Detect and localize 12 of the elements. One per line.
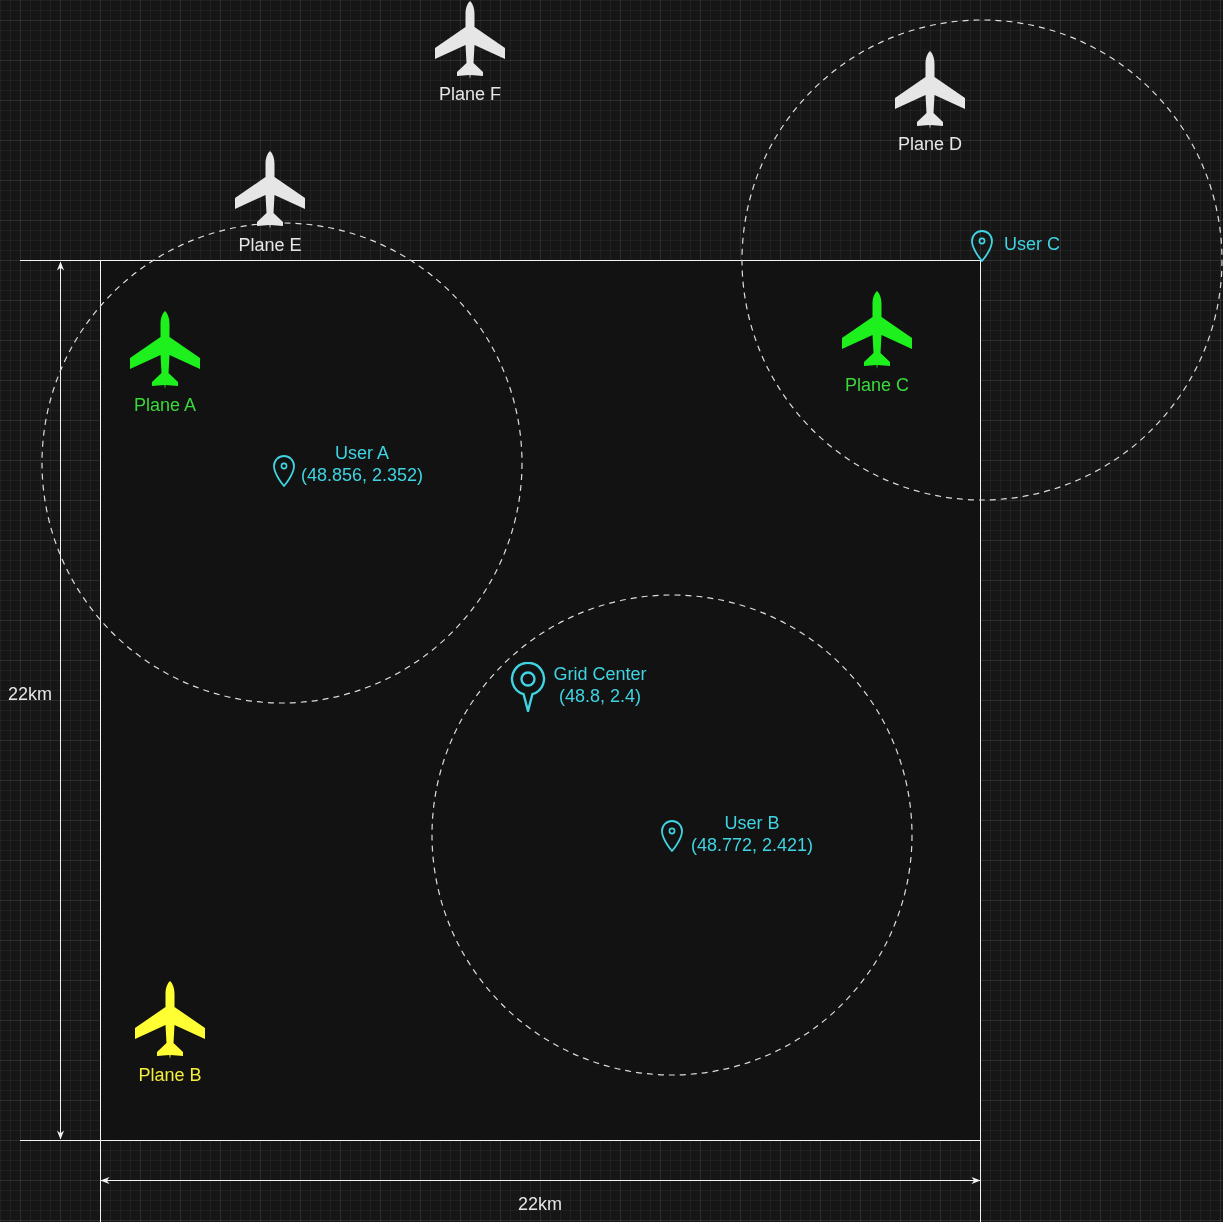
dimension-label: 22km [518,1193,562,1215]
user-label: User B (48.772, 2.421) [690,812,814,856]
dimension-label: 22km [8,683,52,705]
plane-label: Plane B [138,1064,202,1086]
plane-label: Plane E [238,234,302,256]
plane-label: Plane F [439,83,501,105]
location-label: Grid Center (48.8, 2.4) [552,663,648,707]
user-label: User A (48.856, 2.352) [300,442,424,486]
plane-label: Plane C [845,374,909,396]
plane-label: Plane A [133,394,197,416]
plane-label: Plane D [898,133,962,155]
user-label: User C [1004,233,1060,255]
